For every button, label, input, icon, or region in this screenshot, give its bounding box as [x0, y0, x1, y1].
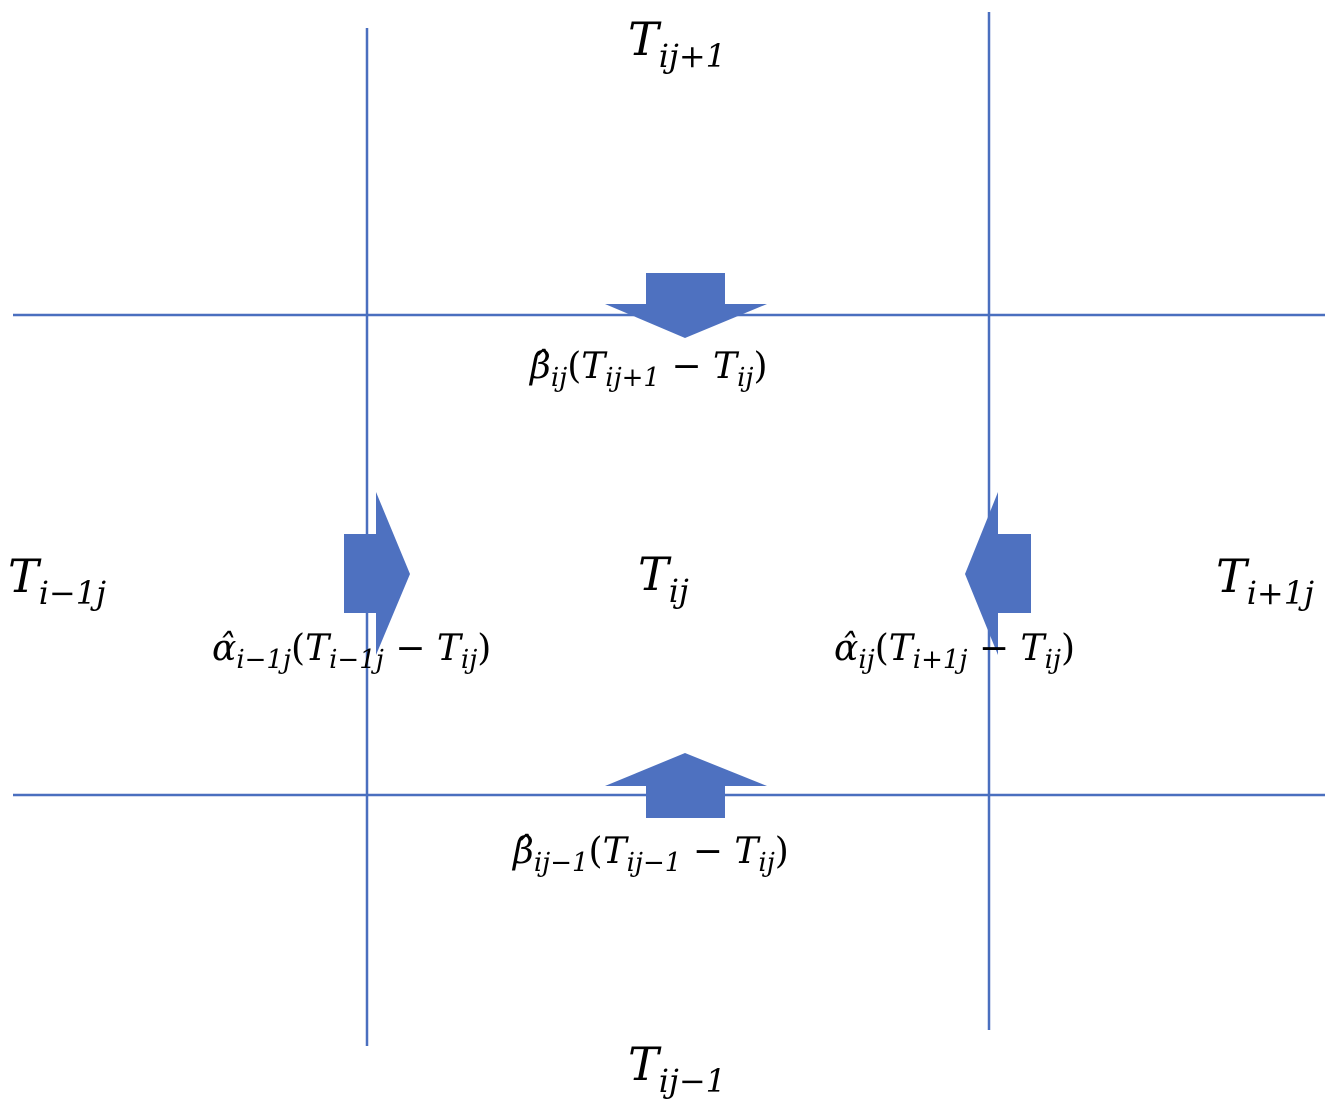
- flux-arrows: [344, 273, 1031, 818]
- arrow-down-icon: [605, 273, 767, 338]
- cell-label-left: Ti−1j: [8, 549, 106, 612]
- grid-lines: [13, 12, 1325, 1046]
- arrow-up-icon: [605, 753, 767, 818]
- cell-label-center: Tij: [638, 547, 689, 610]
- cell-label-bottom: Tij−1: [628, 1037, 726, 1100]
- flux-label-top: β̂ij(Tij+1 − Tij): [528, 346, 768, 393]
- arrow-right-icon: [344, 492, 410, 655]
- arrow-left-icon: [965, 492, 1031, 655]
- cell-label-right: Ti+1j: [1216, 549, 1314, 612]
- flux-label-left: α̂i−1j(Ti−1j − Tij): [212, 628, 491, 675]
- cell-label-top: Tij+1: [628, 12, 726, 75]
- flux-label-bottom: β̂ij−1(Tij−1 − Tij): [511, 831, 789, 878]
- flux-label-right: α̂ij(Ti+1j − Tij): [834, 628, 1075, 675]
